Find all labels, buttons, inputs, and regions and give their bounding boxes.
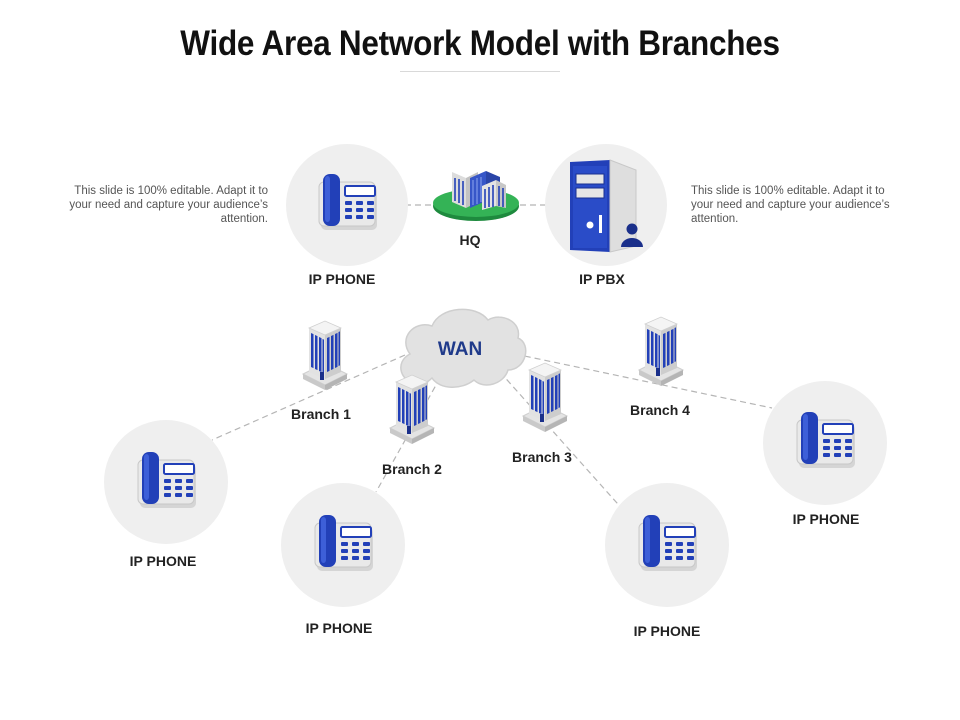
cloud-icon bbox=[400, 308, 527, 388]
connector-wan-branch4-phone bbox=[514, 353, 773, 409]
building-icon bbox=[389, 374, 435, 445]
server-icon bbox=[570, 159, 643, 253]
phone-icon bbox=[638, 514, 698, 572]
branch-3-label: Branch 3 bbox=[512, 449, 572, 465]
phone-icon bbox=[137, 451, 197, 509]
ip-pbx-label: IP PBX bbox=[579, 271, 625, 287]
building-icon bbox=[302, 320, 348, 391]
building-icon bbox=[522, 362, 568, 433]
description-left: This slide is 100% editable. Adapt it to… bbox=[69, 185, 268, 225]
phone-icon bbox=[796, 411, 856, 469]
description-right: This slide is 100% editable. Adapt it to… bbox=[691, 185, 890, 225]
ip-phone-top-label: IP PHONE bbox=[308, 271, 376, 287]
wan-label: WAN bbox=[437, 339, 483, 360]
hq-building-icon bbox=[433, 171, 519, 221]
title-divider bbox=[400, 71, 560, 72]
branch-1-label: Branch 1 bbox=[291, 406, 351, 422]
user-icon bbox=[621, 223, 643, 247]
ip-phone-4-label: IP PHONE bbox=[792, 511, 860, 527]
ip-phone-3-label: IP PHONE bbox=[633, 623, 701, 639]
connector-wan-branch1-phone bbox=[211, 354, 406, 441]
branch-2-label: Branch 2 bbox=[382, 461, 442, 477]
ip-phone-2-label: IP PHONE bbox=[305, 620, 373, 636]
building-icon bbox=[638, 316, 684, 387]
hq-label: HQ bbox=[459, 232, 481, 248]
phone-icon bbox=[314, 514, 374, 572]
ip-phone-1-label: IP PHONE bbox=[129, 553, 197, 569]
page-title: Wide Area Network Model with Branches bbox=[180, 24, 780, 63]
connector-wan-branch3-phone bbox=[499, 371, 626, 513]
phone-icon bbox=[318, 173, 378, 231]
branch-4-label: Branch 4 bbox=[630, 402, 690, 418]
